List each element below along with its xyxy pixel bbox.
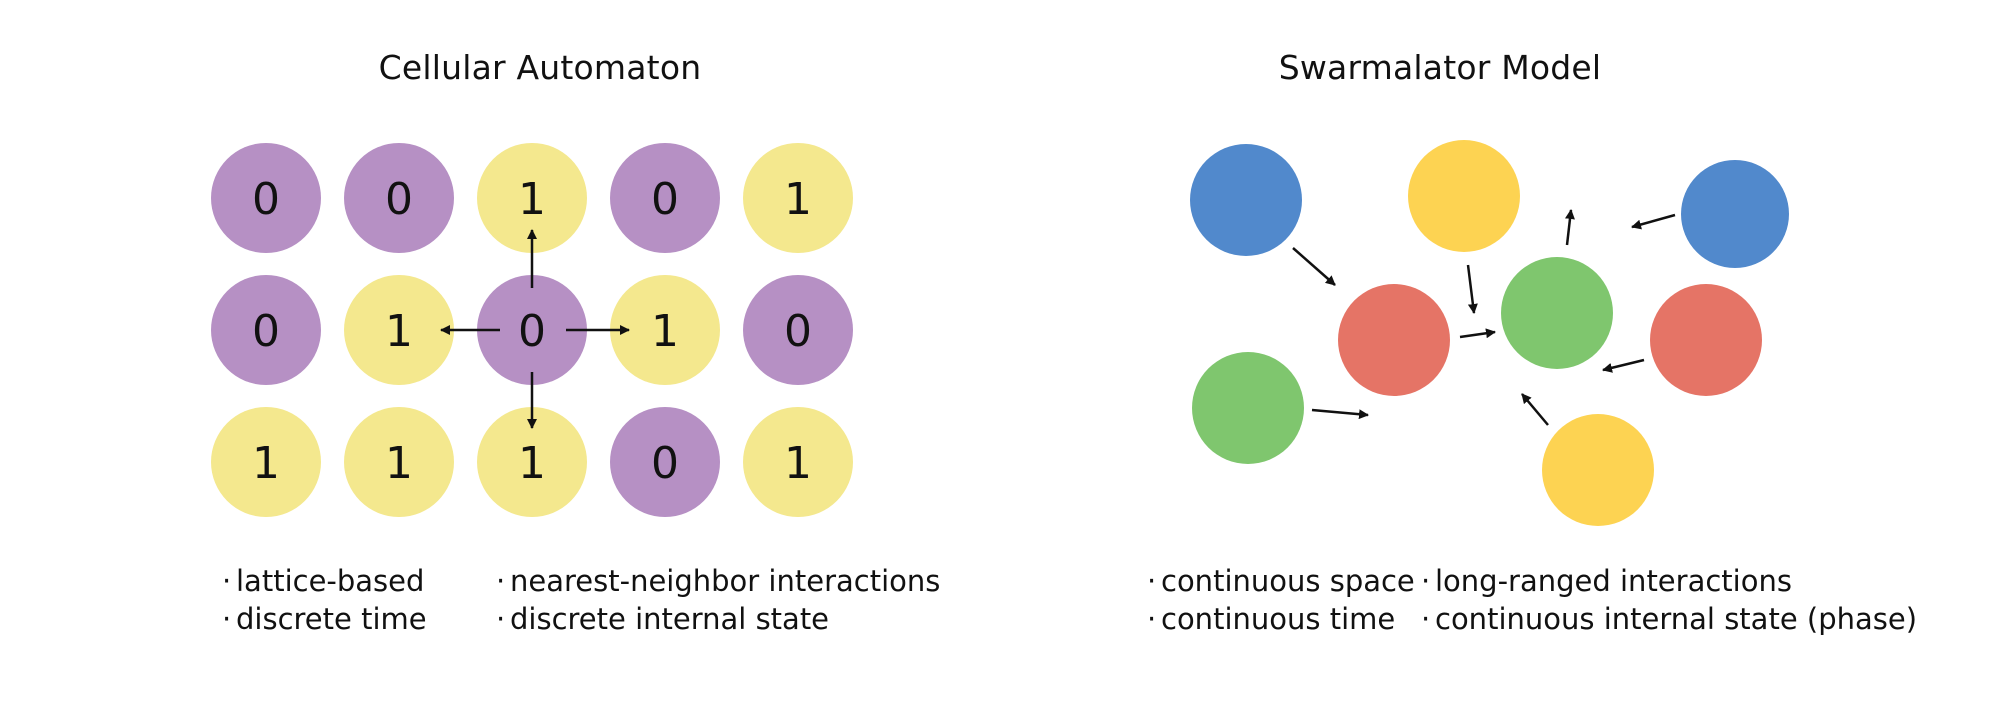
feature-text: discrete internal state <box>510 602 830 636</box>
ca-cell: 0 <box>211 275 321 385</box>
sw-arrow <box>1565 209 1575 246</box>
ca-cell-value: 0 <box>385 174 413 225</box>
ca-cell-value: 0 <box>252 174 280 225</box>
feature-item: ·continuous time <box>1147 600 1415 638</box>
feature-text: nearest-neighbor interactions <box>510 564 941 598</box>
sw-arrow <box>1466 264 1478 314</box>
feature-text: lattice-based <box>236 564 425 598</box>
ca-cell: 1 <box>477 143 587 253</box>
particle-yellow-2 <box>1542 414 1654 526</box>
feature-item: ·discrete internal state <box>496 600 940 638</box>
sw-arrow <box>1521 393 1549 426</box>
ca-cell-value: 1 <box>385 306 413 357</box>
ca-neighbor-arrows <box>440 229 630 429</box>
ca-cell-value: 1 <box>252 438 280 489</box>
ca-cell-circle <box>610 407 720 517</box>
ca-cell-circle <box>610 143 720 253</box>
bullet-dot: · <box>222 602 232 636</box>
particle-red-2 <box>1650 284 1762 396</box>
feature-text: continuous internal state (phase) <box>1435 602 1918 636</box>
swarmalator-arrows <box>1292 209 1676 426</box>
ca-cell-value: 0 <box>784 306 812 357</box>
ca-cell-value: 1 <box>385 438 413 489</box>
ca-cell-circle <box>477 143 587 253</box>
particle-green-1 <box>1501 257 1613 369</box>
bullet-dot: · <box>1147 564 1157 598</box>
ca-cell-circle <box>344 407 454 517</box>
feature-item: ·lattice-based <box>222 562 427 600</box>
ca-cell-value: 0 <box>651 174 679 225</box>
ca-cell-circle <box>743 275 853 385</box>
ca-cell: 0 <box>344 143 454 253</box>
ca-cell-value: 1 <box>518 438 546 489</box>
ca-cell-circle <box>344 275 454 385</box>
bullet-dot: · <box>222 564 232 598</box>
ca-cell: 0 <box>743 275 853 385</box>
ca-cell-circle <box>477 407 587 517</box>
feature-item: ·discrete time <box>222 600 427 638</box>
bullet-dot: · <box>1421 602 1431 636</box>
ca-cell-circle <box>743 143 853 253</box>
feature-item: ·long-ranged interactions <box>1421 562 1917 600</box>
ca-cell: 1 <box>610 275 720 385</box>
cellular-automaton-title: Cellular Automaton <box>378 48 702 87</box>
sw-arrow <box>1602 358 1645 373</box>
ca-cell-value: 0 <box>651 438 679 489</box>
ca-cell-value: 1 <box>518 174 546 225</box>
ca-cell: 1 <box>344 407 454 517</box>
sw-arrow <box>1292 247 1336 286</box>
ca-cell-circle <box>610 275 720 385</box>
bullet-dot: · <box>496 602 506 636</box>
bullet-dot: · <box>496 564 506 598</box>
ca-cell-circle <box>211 407 321 517</box>
feature-text: continuous time <box>1161 602 1396 636</box>
ca-cell-circle <box>743 407 853 517</box>
sw-arrow <box>1311 408 1369 420</box>
feature-text: continuous space <box>1161 564 1415 598</box>
particle-green-2 <box>1192 352 1304 464</box>
ca-cell: 1 <box>743 143 853 253</box>
ca-cell-circle <box>211 275 321 385</box>
ca-features-col2: ·nearest-neighbor interactions ·discrete… <box>496 562 940 638</box>
ca-cell: 1 <box>344 275 454 385</box>
ca-cell: 1 <box>477 407 587 517</box>
ca-cell: 0 <box>211 143 321 253</box>
sw-arrow <box>1459 328 1496 339</box>
ca-cell: 1 <box>743 407 853 517</box>
particle-yellow-1 <box>1408 140 1520 252</box>
swarmalator-features-col2: ·long-ranged interactions ·continuous in… <box>1421 562 1917 638</box>
sw-arrow <box>1631 213 1676 230</box>
particle-red-1 <box>1338 284 1450 396</box>
swarmalator-model-title: Swarmalator Model <box>1278 48 1602 87</box>
ca-cell-circle <box>344 143 454 253</box>
particle-blue-1 <box>1190 144 1302 256</box>
ca-cell-value: 0 <box>518 306 546 357</box>
swarmalator-particles <box>1190 140 1789 526</box>
feature-text: long-ranged interactions <box>1435 564 1792 598</box>
particle-blue-2 <box>1681 160 1789 268</box>
ca-cell-circle <box>477 275 587 385</box>
feature-text: discrete time <box>236 602 427 636</box>
ca-cell-value: 1 <box>784 438 812 489</box>
ca-cell-value: 1 <box>784 174 812 225</box>
ca-cell-value: 1 <box>651 306 679 357</box>
ca-grid: 0 0 1 0 1 0 1 0 <box>211 143 853 517</box>
feature-item: ·continuous internal state (phase) <box>1421 600 1917 638</box>
feature-item: ·continuous space <box>1147 562 1415 600</box>
ca-cell: 0 <box>610 143 720 253</box>
feature-item: ·nearest-neighbor interactions <box>496 562 940 600</box>
swarmalator-features-col1: ·continuous space ·continuous time <box>1147 562 1415 638</box>
bullet-dot: · <box>1421 564 1431 598</box>
ca-features-col1: ·lattice-based ·discrete time <box>222 562 427 638</box>
ca-cell: 0 <box>477 275 587 385</box>
ca-cell: 0 <box>610 407 720 517</box>
ca-cell: 1 <box>211 407 321 517</box>
ca-cell-circle <box>211 143 321 253</box>
bullet-dot: · <box>1147 602 1157 636</box>
ca-cell-value: 0 <box>252 306 280 357</box>
